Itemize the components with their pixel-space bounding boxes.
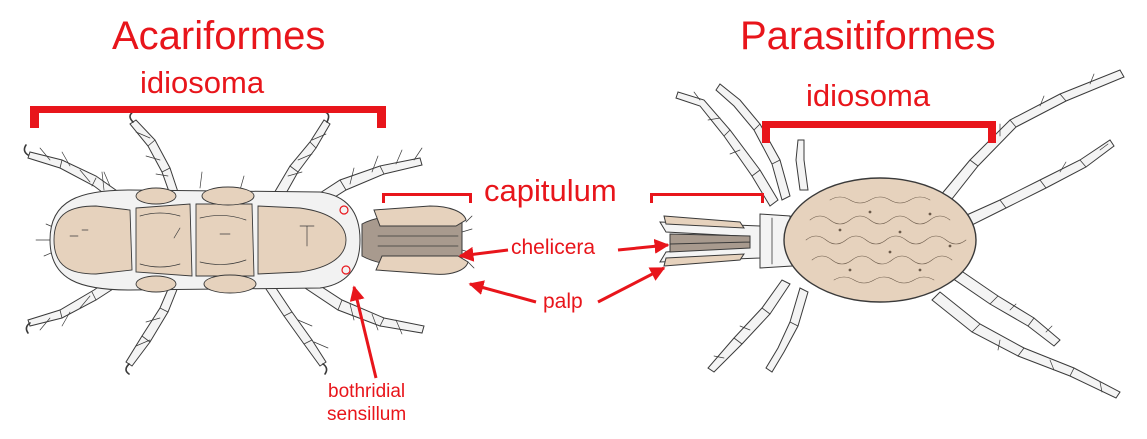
palp-arrow-right bbox=[598, 268, 664, 302]
acariform-mite bbox=[24, 112, 474, 374]
idiosoma-label-right: idiosoma bbox=[806, 80, 930, 111]
chelicera-arrow-left bbox=[460, 250, 508, 256]
capitulum-label: capitulum bbox=[484, 175, 617, 206]
bothridial-arrow bbox=[354, 287, 376, 378]
palp-label: palp bbox=[543, 291, 583, 312]
parasitiform-capitulum bbox=[660, 214, 792, 268]
bothridial-sensillum-label: bothridial sensillum bbox=[327, 380, 406, 426]
chelicera-label: chelicera bbox=[511, 237, 595, 258]
parasitiform-body bbox=[784, 178, 976, 302]
parasitiform-mite bbox=[660, 70, 1124, 398]
chelicera-arrow-right bbox=[618, 245, 668, 250]
bothridial-label-line1: bothridial bbox=[327, 380, 406, 403]
parasitiform-leg-stub bbox=[796, 140, 808, 190]
capitulum-bracket-right bbox=[650, 193, 764, 196]
bothridial-label-line2: sensillum bbox=[327, 403, 406, 426]
idiosoma-bracket-right bbox=[762, 121, 996, 128]
capitulum-bracket-left bbox=[382, 193, 472, 196]
idiosoma-label-left: idiosoma bbox=[140, 67, 264, 98]
idiosoma-bracket-left bbox=[30, 106, 386, 113]
palp-arrow-left bbox=[470, 284, 536, 302]
acariformes-title: Acariformes bbox=[112, 16, 325, 56]
parasitiformes-title: Parasitiformes bbox=[740, 16, 996, 56]
acariform-capitulum bbox=[362, 206, 474, 274]
